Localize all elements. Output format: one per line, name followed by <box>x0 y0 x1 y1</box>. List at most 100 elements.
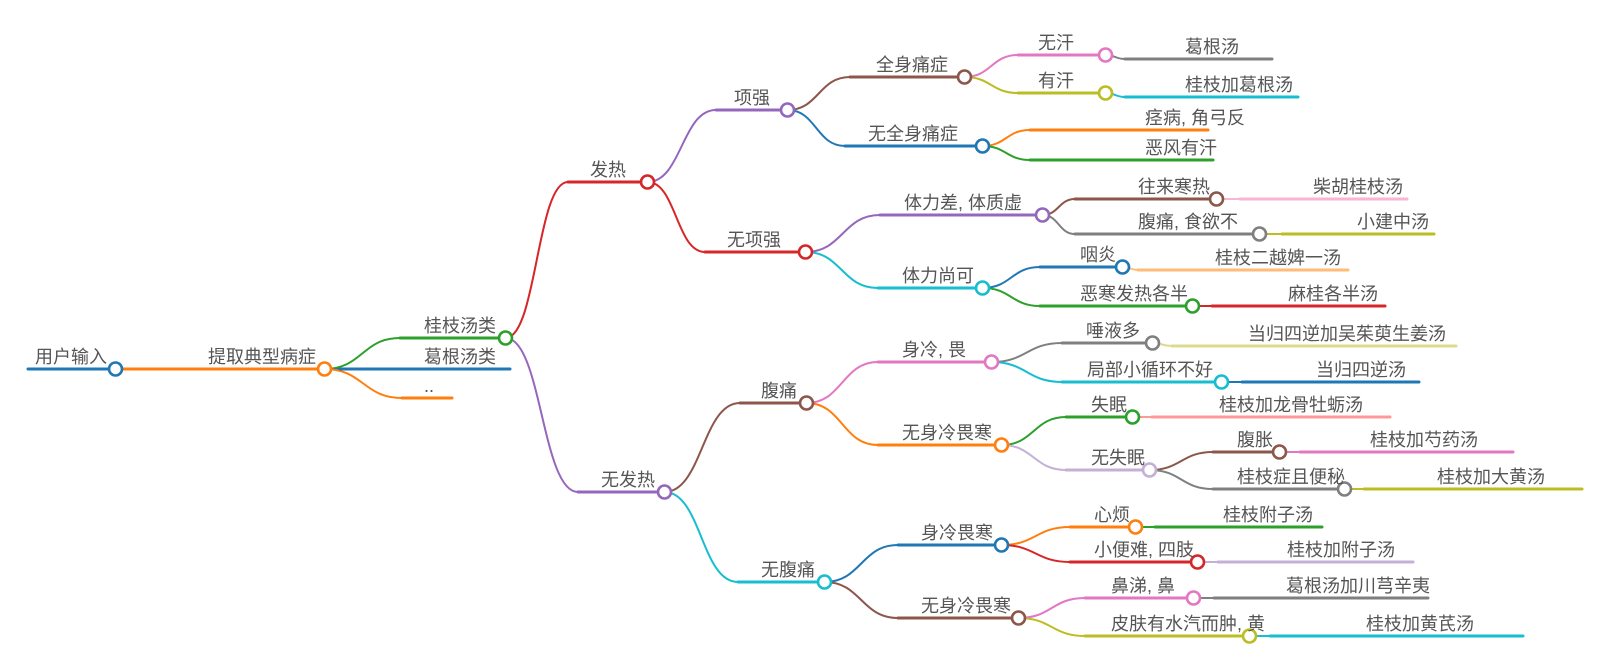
collapse-toggle-chills-fever-half[interactable] <box>1184 298 1201 314</box>
node-label-magui-gebantang: 麻桂各半汤 <box>1288 284 1378 304</box>
node-label-poor-circulation: 局部小循环不好 <box>1087 360 1213 380</box>
link-runny-nose <box>1017 597 1086 619</box>
node-label-no-cold-fear-lower: 无身冷畏寒 <box>921 596 1011 616</box>
collapse-toggle-insomnia[interactable] <box>1124 409 1141 425</box>
labels-layer: 用户输入提取典型病症桂枝汤类葛根汤类..发热无发热项强无项强全身痛症无全身痛症无… <box>35 33 1545 634</box>
collapse-toggle-runny-nose[interactable] <box>1185 590 1202 606</box>
node-label-runny-nose: 鼻涕, 鼻 <box>1111 576 1175 596</box>
node-label-jingbing: 痉病, 角弓反 <box>1145 108 1245 128</box>
link-guizhi-class <box>323 337 401 370</box>
node-label-weak-constitution: 体力差, 体质虚 <box>904 193 1022 213</box>
link-stiff-neck <box>646 109 717 183</box>
collapse-toggle-guizhi-class[interactable] <box>497 330 514 346</box>
node-label-constipation: 桂枝症且便秘 <box>1237 467 1345 487</box>
collapse-toggle-cold-fear-lower[interactable] <box>993 537 1010 553</box>
collapse-toggle-bloating[interactable] <box>1271 444 1288 460</box>
node-label-chaihu-guizhitang: 柴胡桂枝汤 <box>1313 177 1403 197</box>
node-label-gegen-class: 葛根汤类 <box>424 347 496 367</box>
node-label-guizhi-jia-fuzitang: 桂枝加附子汤 <box>1287 540 1395 560</box>
collapse-toggle-no-cold-fear-lower[interactable] <box>1010 610 1027 626</box>
collapse-toggle-ok-constitution[interactable] <box>974 280 991 296</box>
link-abd-pain <box>663 402 741 493</box>
collapse-toggle-difficult-urination[interactable] <box>1189 554 1206 570</box>
link-body-pain <box>786 76 851 111</box>
node-label-no-abd-pain: 无腹痛 <box>761 560 815 580</box>
collapse-toggle-user-input[interactable] <box>107 361 124 377</box>
node-label-body-pain: 全身痛症 <box>876 55 948 75</box>
collapse-toggle-sweat[interactable] <box>1097 85 1114 101</box>
link-ok-constitution <box>804 251 879 289</box>
link-weak-constitution <box>804 214 881 253</box>
node-label-no-body-pain: 无全身痛症 <box>868 124 958 144</box>
collapse-toggle-no-sweat[interactable] <box>1097 47 1114 63</box>
links-layer <box>114 54 1365 637</box>
collapse-toggle-vexation[interactable] <box>1127 519 1144 535</box>
collapse-toggle-much-saliva[interactable] <box>1144 335 1161 351</box>
node-label-ok-constitution: 体力尚可 <box>902 266 974 286</box>
collapse-toggle-weak-constitution[interactable] <box>1034 207 1051 223</box>
node-label-user-input: 用户输入 <box>35 347 107 367</box>
collapse-toggle-abd-pain[interactable] <box>798 395 815 411</box>
collapse-toggle-no-cold-fear-upper[interactable] <box>993 437 1010 453</box>
link-etc <box>323 368 403 399</box>
link-chills-fever-half <box>981 287 1041 307</box>
node-label-difficult-urination: 小便难, 四肢 <box>1094 540 1194 560</box>
node-label-abdpain-appetite: 腹痛, 食欲不 <box>1138 212 1238 232</box>
collapse-toggle-alternating-fever[interactable] <box>1208 191 1225 207</box>
collapse-toggle-no-abd-pain[interactable] <box>816 574 833 590</box>
node-label-pharyngitis: 咽炎 <box>1080 245 1116 265</box>
node-label-alternating-fever: 往来寒热 <box>1138 177 1210 197</box>
link-much-saliva <box>990 342 1063 363</box>
node-label-etc: .. <box>424 376 434 396</box>
link-no-fever <box>504 337 579 493</box>
link-no-stiff-neck <box>646 181 706 253</box>
underlines-layer <box>26 53 1584 638</box>
node-label-cold-fear: 身冷, 畏 <box>902 340 966 360</box>
node-label-chills-fever-half: 恶寒发热各半 <box>1080 284 1188 304</box>
node-label-guizhi-longgu-muli: 桂枝加龙骨牡蛎汤 <box>1219 395 1363 415</box>
collapse-toggle-no-fever[interactable] <box>656 484 673 500</box>
link-no-insomnia <box>1000 444 1067 471</box>
node-label-gegentang-chuanxiong: 葛根汤加川芎辛夷 <box>1286 576 1430 596</box>
node-label-guizhi-jia-shaoyao: 桂枝加芍药汤 <box>1370 430 1478 450</box>
collapse-toggle-constipation[interactable] <box>1336 481 1353 497</box>
collapse-toggle-cold-fear[interactable] <box>983 354 1000 370</box>
node-label-xiaojianzhongtang: 小建中汤 <box>1357 212 1429 232</box>
link-sweat <box>963 76 1019 94</box>
link-no-sweat <box>963 54 1019 78</box>
link-vexation <box>1000 526 1071 546</box>
node-label-danggui-sinitang: 当归四逆汤 <box>1316 360 1406 380</box>
node-label-bloating: 腹胀 <box>1237 430 1273 450</box>
link-insomnia <box>1000 416 1067 446</box>
node-label-extract-symptoms: 提取典型病症 <box>208 347 316 367</box>
link-difficult-urination <box>1000 544 1071 563</box>
node-label-skin-edema: 皮肤有水汽而肿, 黄 <box>1111 614 1265 634</box>
link-no-abd-pain <box>663 491 739 583</box>
collapse-toggle-pharyngitis[interactable] <box>1114 259 1131 275</box>
node-label-fever: 发热 <box>590 160 626 180</box>
collapse-toggle-poor-circulation[interactable] <box>1213 374 1230 390</box>
link-constipation <box>1148 469 1214 490</box>
node-label-guizhi-jia-huangqi: 桂枝加黄芪汤 <box>1366 614 1474 634</box>
node-label-sweat: 有汗 <box>1038 71 1074 91</box>
collapse-toggle-no-body-pain[interactable] <box>974 138 991 154</box>
link-cold-fear-lower <box>823 544 899 583</box>
node-label-guizhi-jia-gegentang: 桂枝加葛根汤 <box>1185 75 1293 95</box>
link-bloating <box>1148 451 1214 471</box>
node-label-efeng-youhan: 恶风有汗 <box>1145 138 1217 158</box>
node-label-guizhi-class: 桂枝汤类 <box>424 316 496 336</box>
collapse-toggle-no-stiff-neck[interactable] <box>797 244 814 260</box>
collapse-toggle-abdpain-appetite[interactable] <box>1251 226 1268 242</box>
collapse-toggle-extract-symptoms[interactable] <box>316 361 333 377</box>
collapse-toggle-stiff-neck[interactable] <box>779 102 796 118</box>
collapse-toggle-body-pain[interactable] <box>956 69 973 85</box>
node-label-gegentang: 葛根汤 <box>1185 37 1239 57</box>
node-label-no-cold-fear-upper: 无身冷畏寒 <box>902 423 992 443</box>
collapse-toggle-skin-edema[interactable] <box>1241 628 1258 644</box>
link-skin-edema <box>1017 617 1086 637</box>
node-label-guizhi-jia-dahuang: 桂枝加大黄汤 <box>1437 467 1545 487</box>
collapse-toggle-fever[interactable] <box>639 174 656 190</box>
collapse-toggle-no-insomnia[interactable] <box>1141 462 1158 478</box>
